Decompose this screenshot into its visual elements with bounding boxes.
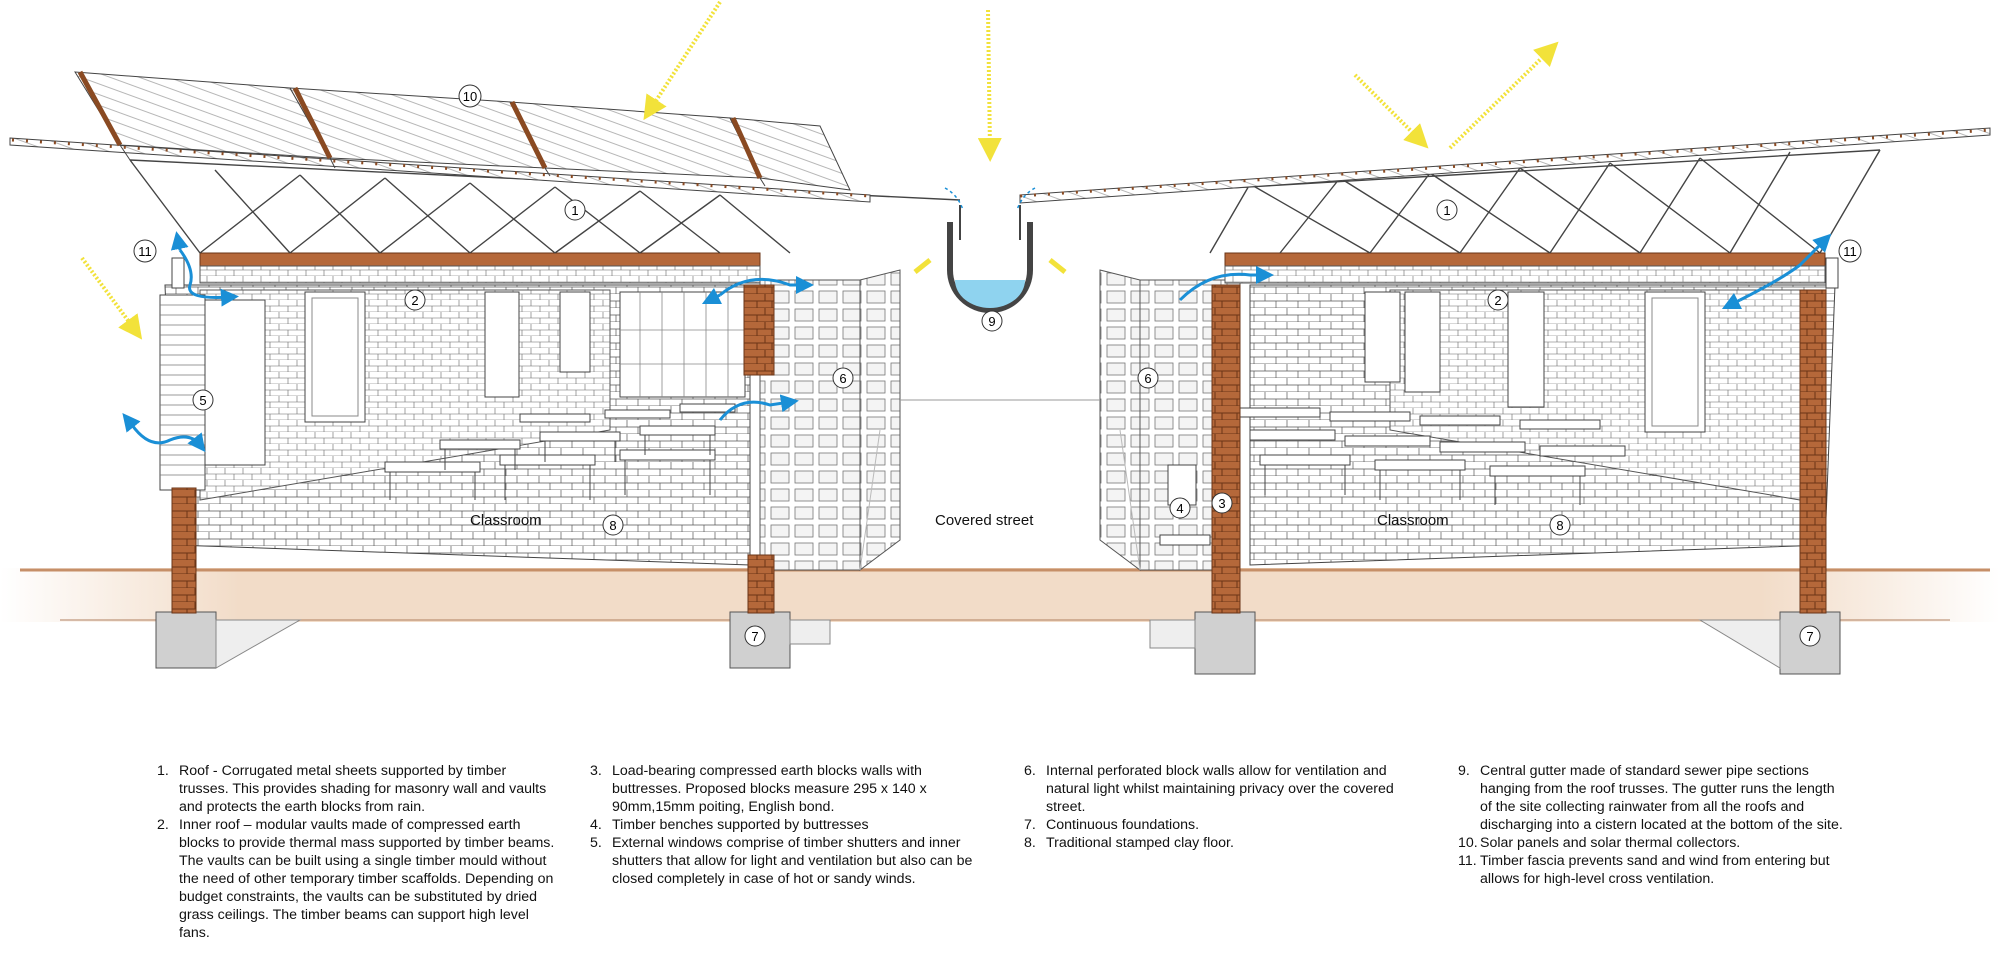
callout-11-right: 11 xyxy=(1838,239,1862,263)
label-covered-street: Covered street xyxy=(935,512,1034,529)
svg-text:11: 11 xyxy=(138,244,152,259)
covered-street xyxy=(759,269,1241,571)
legend-item: 2.Inner roof – modular vaults made of co… xyxy=(157,817,555,941)
legend-item: 3.Load-bearing compressed earth blocks w… xyxy=(590,763,927,815)
callout-8-right: 8 xyxy=(1549,514,1571,536)
legend-column-4: 9.Central gutter made of standard sewer … xyxy=(1458,762,1850,888)
legend-item: 9.Central gutter made of standard sewer … xyxy=(1458,763,1843,833)
legend-item: 11.Timber fascia prevents sand and wind … xyxy=(1458,853,1830,887)
svg-text:3: 3 xyxy=(1218,496,1225,511)
callout-10: 10 xyxy=(458,84,482,108)
airflow-arrows xyxy=(122,231,1832,453)
svg-text:9: 9 xyxy=(988,314,995,329)
label-classroom-left: Classroom xyxy=(470,512,542,529)
callout-7-right: 7 xyxy=(1799,625,1821,647)
roof-trusses xyxy=(129,149,1881,254)
legend-item: 7.Continuous foundations. xyxy=(1024,817,1200,833)
svg-text:7: 7 xyxy=(1806,629,1813,644)
callout-1-left: 1 xyxy=(564,199,586,221)
legend-item: 5.External windows comprise of timber sh… xyxy=(590,835,973,887)
svg-text:1: 1 xyxy=(571,203,578,218)
legend-item: 10.Solar panels and solar thermal collec… xyxy=(1458,835,1741,851)
svg-text:8: 8 xyxy=(1556,518,1563,533)
svg-text:1: 1 xyxy=(1443,203,1450,218)
callout-2-right: 2 xyxy=(1487,289,1509,311)
svg-text:2: 2 xyxy=(411,293,418,308)
legend-item: 6.Internal perforated block walls allow … xyxy=(1024,763,1394,815)
svg-text:6: 6 xyxy=(1144,371,1151,386)
callout-4: 4 xyxy=(1169,497,1191,519)
legend-column-1: 1.Roof - Corrugated metal sheets support… xyxy=(157,762,557,942)
callout-6-right: 6 xyxy=(1137,367,1159,389)
legend-column-2: 3.Load-bearing compressed earth blocks w… xyxy=(590,762,988,888)
callout-1-right: 1 xyxy=(1436,199,1458,221)
svg-text:11: 11 xyxy=(1843,244,1857,259)
legend-item: 8.Traditional stamped clay floor. xyxy=(1024,835,1234,851)
svg-text:10: 10 xyxy=(463,89,477,104)
left-classroom xyxy=(159,284,751,566)
svg-text:2: 2 xyxy=(1494,293,1501,308)
svg-text:7: 7 xyxy=(751,629,758,644)
ground-floor xyxy=(0,568,2000,622)
svg-text:5: 5 xyxy=(199,393,206,408)
building-section-drawing: 10 1 1 11 11 2 2 5 6 6 9 8 8 4 3 7 7 xyxy=(0,0,2000,675)
callout-3: 3 xyxy=(1211,492,1233,514)
callout-9: 9 xyxy=(981,310,1003,332)
inner-roof-beams xyxy=(171,252,1839,289)
callout-6-left: 6 xyxy=(832,367,854,389)
callout-8-left: 8 xyxy=(602,514,624,536)
svg-text:6: 6 xyxy=(839,371,846,386)
right-classroom xyxy=(1239,284,1836,566)
callout-2-left: 2 xyxy=(404,289,426,311)
legend-item: 1.Roof - Corrugated metal sheets support… xyxy=(157,763,547,815)
svg-text:4: 4 xyxy=(1176,501,1183,516)
brick-columns xyxy=(171,284,1827,614)
corrugated-roof xyxy=(9,127,1991,204)
legend-column-3: 6.Internal perforated block walls allow … xyxy=(1024,762,1424,852)
label-classroom-right: Classroom xyxy=(1377,512,1449,529)
svg-text:8: 8 xyxy=(609,518,616,533)
callout-5: 5 xyxy=(192,389,214,411)
callout-7-left: 7 xyxy=(744,625,766,647)
callout-11-left: 11 xyxy=(133,239,157,263)
solar-panels xyxy=(74,70,851,191)
legend-item: 4.Timber benches supported by buttresses xyxy=(590,817,869,833)
central-gutter xyxy=(944,187,1036,313)
sun-arrows xyxy=(80,0,1559,340)
